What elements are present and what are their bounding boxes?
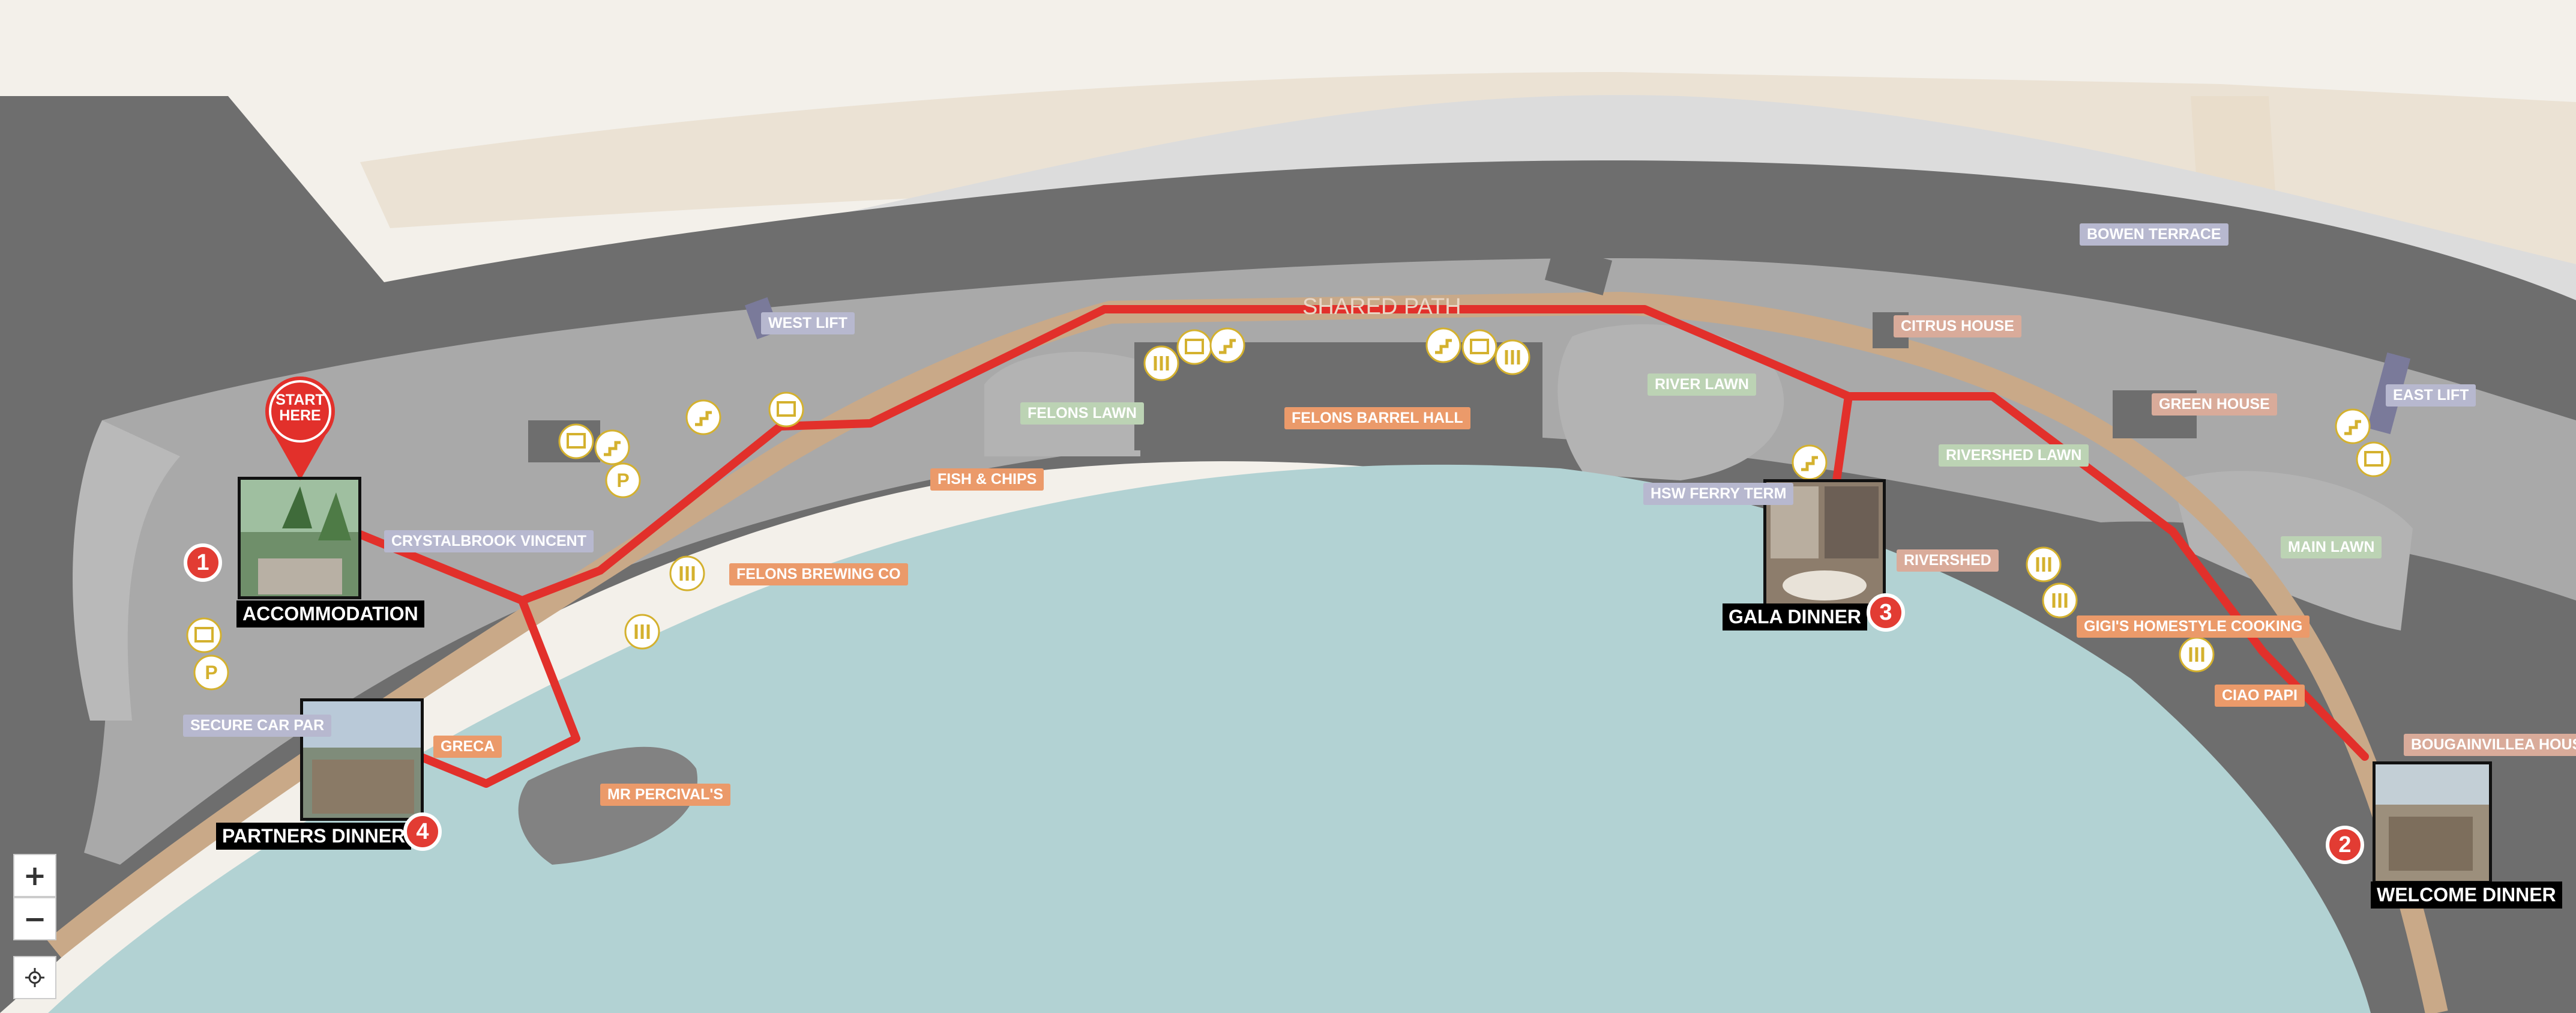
label-greca[interactable]: GRECA [433,736,502,758]
label-river-lawn[interactable]: RIVER LAWN [1648,373,1756,396]
river-lawn [1557,324,1784,480]
stop-3-caption: GALA DINNER [1723,603,1868,630]
label-citrus-house[interactable]: CITRUS HOUSE [1894,315,2021,337]
bin-icon[interactable] [2042,582,2078,618]
label-bougainvillea-house[interactable]: BOUGAINVILLEA HOUSE [2404,734,2576,756]
route-line[interactable] [356,305,2369,761]
bin-icon[interactable] [2026,546,2062,582]
label-east-lift[interactable]: EAST LIFT [2386,384,2476,407]
label-main-lawn[interactable]: MAIN LAWN [2281,536,2382,558]
toilet-icon[interactable] [1176,329,1212,365]
label-west-lift[interactable]: WEST LIFT [761,312,855,334]
label-rivershed-lawn[interactable]: RIVERSHED LAWN [1939,444,2089,467]
toilet-icon[interactable] [768,392,804,428]
stop-2-badge[interactable]: 2 [2326,826,2364,864]
label-fish-chips[interactable]: FISH & CHIPS [930,468,1044,491]
toilet-icon[interactable] [1461,329,1497,365]
stairs-icon[interactable] [685,399,721,435]
label-rivershed[interactable]: RIVERSHED [1897,549,1999,572]
shared-path[interactable] [47,292,2448,1013]
toilet-icon[interactable] [558,423,594,459]
stairs-icon[interactable] [2335,408,2371,444]
label-shared-path: SHARED PATH [1302,294,1461,319]
bin-icon[interactable] [1494,339,1530,375]
stop-4-caption: PARTNERS DINNER [216,823,412,850]
label-gigis-homestyle-cooking[interactable]: GIGI'S HOMESTYLE COOKING [2077,615,2310,638]
stairs-icon[interactable] [594,429,630,465]
zoom-out-button[interactable]: − [13,897,56,940]
bin-icon[interactable] [669,555,705,591]
stairs-icon[interactable] [1425,327,1461,363]
stop-1-caption: ACCOMMODATION [236,600,424,627]
label-hsw-ferry-terminal[interactable]: HSW FERRY TERM [1643,483,1794,505]
locate-button[interactable] [13,956,56,999]
svg-text:P: P [616,470,629,491]
toilet-icon[interactable] [186,617,222,653]
partners-dinner-photo-frame [300,698,424,821]
accommodation-photo-frame [238,477,361,599]
building [1544,245,1613,295]
bin-icon[interactable] [2179,637,2215,673]
welcome-dinner-photo[interactable] [2374,763,2491,883]
locate-icon [25,968,44,987]
bin-icon[interactable] [624,614,660,650]
label-bowen-terrace[interactable]: BOWEN TERRACE [2080,223,2228,246]
toilet-icon[interactable] [2356,441,2392,477]
start-pin-icon[interactable] [265,376,335,480]
label-felons-brewing-co[interactable]: FELONS BREWING CO [729,563,908,585]
promenade [73,420,180,721]
welcome-dinner-photo-frame [2373,761,2492,884]
label-crystalbrook-vincent[interactable]: CRYSTALBROOK VINCENT [384,530,594,552]
route-line-gala[interactable] [1832,392,1853,485]
label-green-house[interactable]: GREEN HOUSE [2152,393,2277,416]
label-ciao-papi[interactable]: CIAO PAPI [2215,685,2305,707]
svg-text:P: P [205,662,217,683]
stop-1-badge[interactable]: 1 [184,543,222,582]
label-felons-lawn[interactable]: FELONS LAWN [1020,402,1144,425]
bin-icon[interactable] [1143,345,1179,381]
label-secure-car-park[interactable]: SECURE CAR PAR [183,715,332,737]
stairs-icon[interactable] [1209,327,1245,363]
amenity-icons: P P [186,327,2392,691]
parking-icon[interactable]: P [193,655,229,691]
route-line-partners[interactable] [416,596,580,788]
label-felons-barrel-hall[interactable]: FELONS BARREL HALL [1284,407,1470,429]
parking-icon[interactable]: P [605,462,641,498]
zoom-in-button[interactable]: + [13,854,56,897]
stairs-icon[interactable] [1792,444,1828,480]
stop-3-badge[interactable]: 3 [1867,593,1905,632]
stop-2-caption: WELCOME DINNER [2371,881,2562,909]
stop-4-badge[interactable]: 4 [403,812,442,851]
label-mr-percivals[interactable]: MR PERCIVAL'S [600,784,730,806]
accommodation-photo[interactable] [239,478,360,598]
